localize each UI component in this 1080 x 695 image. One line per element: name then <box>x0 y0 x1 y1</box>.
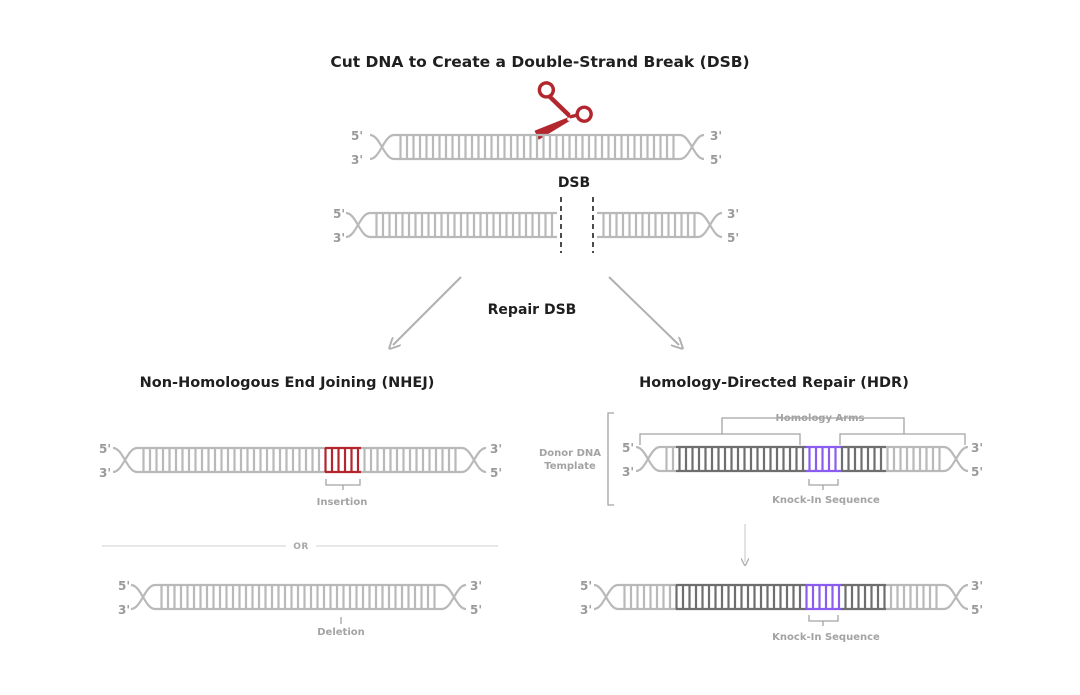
insertion-label: Insertion <box>317 497 368 508</box>
scissors-icon <box>534 81 593 140</box>
strand-end-label: 5' <box>580 579 592 593</box>
strand-end-label: 5' <box>727 231 739 245</box>
strand-end-label: 3' <box>351 153 363 167</box>
strand-end-label: 3' <box>333 231 345 245</box>
strand-end-label: 3' <box>490 442 502 456</box>
strand-end-label: 5' <box>971 603 983 617</box>
insertion-bracket <box>325 479 361 490</box>
strand-end-label: 5' <box>118 579 130 593</box>
strand-end-label: 3' <box>971 579 983 593</box>
dna-twist-left <box>130 583 156 611</box>
strand-end-label: 5' <box>333 207 345 221</box>
strand-end-label: 3' <box>710 129 722 143</box>
dna-twist-right <box>943 445 969 473</box>
or-label: OR <box>293 542 309 552</box>
strand-end-label: 5' <box>470 603 482 617</box>
dna-twist-left <box>345 211 371 239</box>
donor-template-bracket <box>607 412 614 506</box>
strand-end-label: 5' <box>710 153 722 167</box>
strand-end-label: 5' <box>99 442 111 456</box>
dna-twist-right <box>441 583 467 611</box>
donor-label-line2: Template <box>544 461 596 472</box>
strand-end-label: 3' <box>470 579 482 593</box>
strand-end-label: 3' <box>99 466 111 480</box>
page-title: Cut DNA to Create a Double-Strand Break … <box>330 53 749 71</box>
strand-end-label: 5' <box>351 129 363 143</box>
donor-label-line1: Donor DNA <box>539 448 601 459</box>
dna-cut-left-fragment <box>345 211 557 239</box>
knockin-label: Knock-In Sequence <box>772 495 880 506</box>
deletion-label: Deletion <box>317 627 365 638</box>
knockin-result-bracket <box>808 615 839 626</box>
dsb-label: DSB <box>558 175 590 191</box>
dna-intact <box>369 133 705 161</box>
homology-arms-label: Homology Arms <box>775 413 864 424</box>
dna-hdr-result <box>593 583 969 611</box>
arrow-to-hdr <box>608 276 679 345</box>
nhej-title: Non-Homologous End Joining (NHEJ) <box>140 375 435 391</box>
dna-twist-right <box>679 133 705 161</box>
strand-end-labels: 5' 3' 3' 5' 5' 3' 3' 5' 5' 3' 3' 5' 5' 3' 3' 5' 5' 3' 3' 5'… <box>99 129 983 617</box>
strand-end-label: 5' <box>622 441 634 455</box>
repair-label: Repair DSB <box>488 302 577 318</box>
dna-nhej-deletion <box>130 583 467 611</box>
dna-twist-right <box>697 211 723 239</box>
dna-twist-left <box>593 583 619 611</box>
strand-end-label: 3' <box>971 441 983 455</box>
homology-arms-bracket <box>639 417 966 445</box>
strand-end-label: 3' <box>727 207 739 221</box>
knockin-result-label: Knock-In Sequence <box>772 632 880 643</box>
strand-end-label: 5' <box>971 465 983 479</box>
dna-twist-right <box>461 446 487 474</box>
hdr-title: Homology-Directed Repair (HDR) <box>639 375 909 391</box>
strand-end-label: 5' <box>490 466 502 480</box>
knockin-bracket <box>808 479 839 490</box>
dna-twist-left <box>369 133 395 161</box>
strand-end-label: 3' <box>622 465 634 479</box>
dna-hdr-donor-template <box>635 445 969 473</box>
dna-twist-right <box>943 583 969 611</box>
arrow-to-nhej <box>393 276 462 345</box>
dna-twist-left <box>112 446 138 474</box>
strand-end-label: 3' <box>580 603 592 617</box>
dna-nhej-insertion <box>112 446 487 474</box>
strand-end-label: 3' <box>118 603 130 617</box>
dna-twist-left <box>635 445 661 473</box>
dna-cut-right-fragment <box>597 211 723 239</box>
